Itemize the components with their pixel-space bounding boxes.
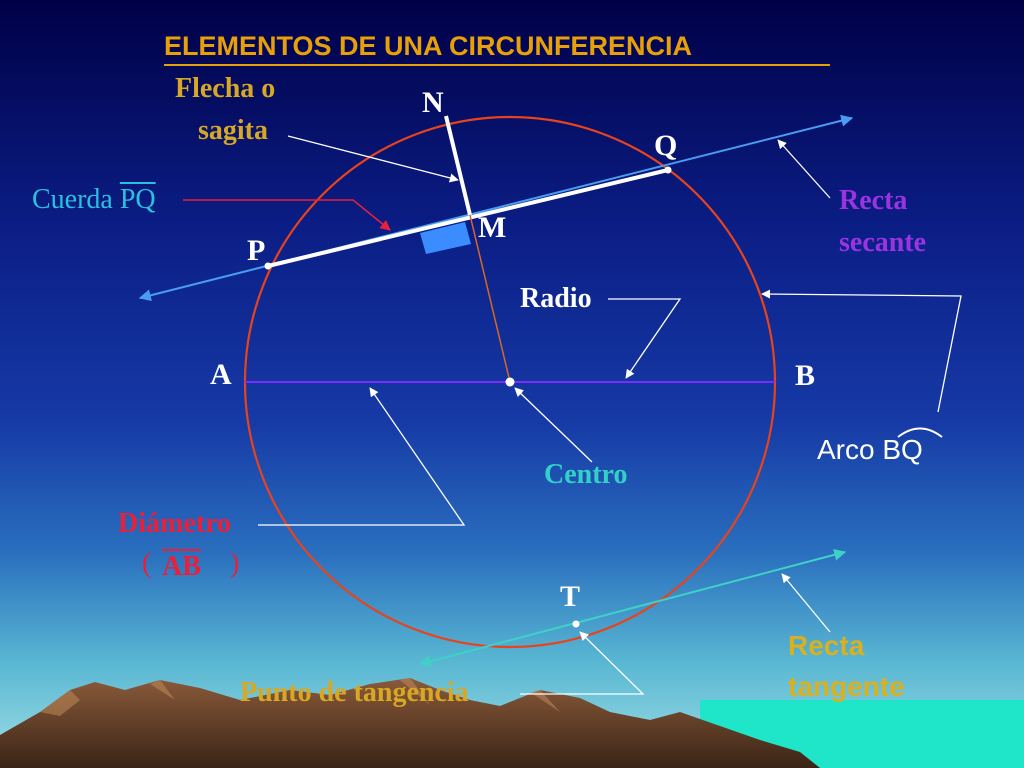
- leader-punto-tangencia: [520, 631, 645, 695]
- right-angle-mark: [420, 222, 471, 254]
- label-recta-tangente-line1: Recta: [788, 630, 865, 661]
- leader-centro: [514, 387, 593, 463]
- label-cuerda-prefix: Cuerda: [32, 184, 120, 215]
- secant-line: [138, 114, 854, 302]
- label-punto-tangencia: Punto de tangencia: [240, 677, 469, 708]
- label-recta-secante-line2: secante: [839, 227, 927, 258]
- leader-flecha: [287, 135, 459, 183]
- page-title: ELEMENTOS DE UNA CIRCUNFERENCIA: [164, 31, 693, 61]
- label-diametro-segment: AB: [162, 551, 201, 582]
- point-label-q: Q: [654, 129, 678, 162]
- label-flecha-line1: Flecha o: [175, 73, 276, 104]
- label-centro: Centro: [544, 459, 628, 490]
- sagitta-mn: [444, 115, 472, 216]
- label-diametro: Diámetro: [118, 508, 231, 539]
- point-label-n: N: [422, 86, 444, 119]
- label-recta-tangente-line2: tangente: [788, 671, 905, 702]
- point-q: [664, 166, 672, 174]
- point-label-p: P: [247, 234, 266, 267]
- leader-radio: [608, 298, 682, 379]
- arc-symbol: [897, 427, 943, 438]
- leader-cuerda: [183, 199, 391, 231]
- center-point: [505, 377, 515, 387]
- point-t: [572, 620, 580, 628]
- label-cuerda-segment: PQ: [119, 184, 156, 215]
- label-radio: Radio: [520, 283, 592, 314]
- tangent-line: [418, 548, 847, 668]
- radius-line: [469, 214, 511, 383]
- point-label-t: T: [560, 580, 581, 613]
- label-diametro-open: (: [142, 548, 152, 579]
- mountains: [0, 678, 820, 768]
- point-p: [264, 262, 272, 270]
- label-arco-prefix: Arco: [817, 434, 883, 465]
- leader-recta-secante: [777, 139, 831, 199]
- leader-recta-tangente: [781, 573, 831, 633]
- label-diametro-close: ): [230, 548, 240, 579]
- label-recta-secante-line1: Recta: [839, 185, 908, 216]
- leader-arco: [761, 289, 962, 413]
- chord-pq: [267, 168, 669, 268]
- label-arco-segment: BQ: [882, 434, 923, 465]
- label-cuerda: Cuerda PQ: [32, 186, 156, 214]
- point-label-b: B: [795, 359, 816, 392]
- label-flecha-line2: sagita: [198, 115, 268, 146]
- point-label-m: M: [478, 211, 507, 244]
- point-label-a: A: [210, 358, 232, 391]
- leader-diametro: [258, 387, 466, 526]
- label-arco: Arco BQ: [817, 436, 923, 464]
